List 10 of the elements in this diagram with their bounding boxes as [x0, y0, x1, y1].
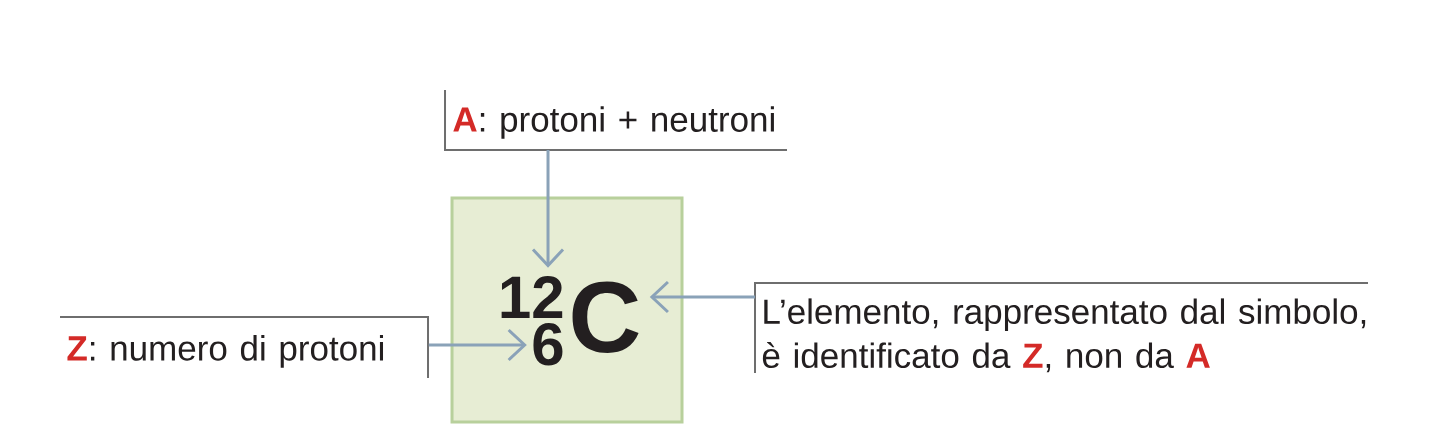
callout-label: L’elemento, rappresentato dal simbolo, è identificato da Z, non da A — [754, 282, 1369, 374]
symbol-box — [450, 196, 684, 424]
leader-arrow — [649, 280, 755, 314]
callout-label: Z: numero di protoni — [59, 316, 429, 379]
mass-number: 12 — [501, 276, 563, 318]
leader-arrow — [428, 328, 527, 362]
callout-label: A: protoni + neutroni — [444, 89, 788, 151]
element-symbol: C — [572, 281, 639, 353]
leader-arrow — [531, 150, 565, 268]
atomic-number: 6 — [533, 323, 563, 366]
